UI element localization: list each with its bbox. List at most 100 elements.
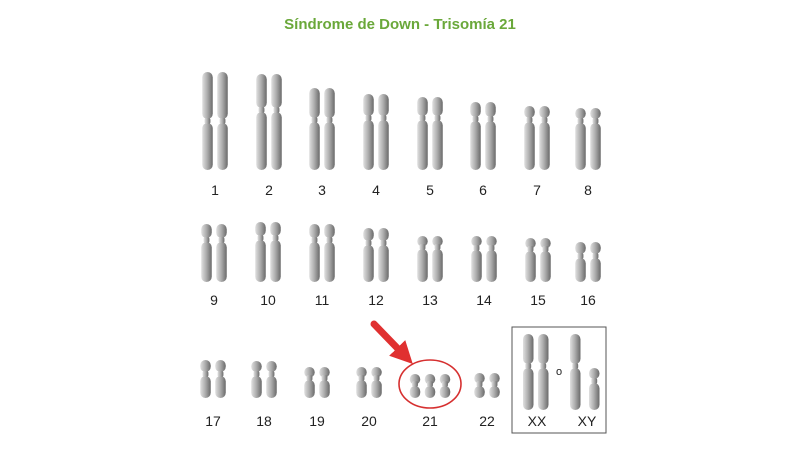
chromosome-label-15: 15 [530,292,546,308]
chromatid-arm [200,376,211,398]
chromatid-arm [409,374,421,385]
chromatid-arm [417,249,428,282]
chromatid-arm [474,386,485,398]
chromatid-arm [378,245,389,282]
chromosome [378,94,389,170]
centromere [473,245,480,251]
chromatid-arm [590,242,601,254]
chromosome-label-14: 14 [476,292,492,308]
chromosome-pair-19 [304,367,330,398]
chromosome [371,367,382,398]
chromosome-set [200,72,601,398]
chromatid-arm [319,367,330,378]
chromosome [417,236,428,282]
chromosome-label-4: 4 [372,182,380,198]
chromosome-label-8: 8 [584,182,592,198]
chromatid-arm [540,251,551,282]
chromosome-pair-14 [471,236,497,282]
chromosome [255,222,266,282]
chromatid-arm [471,250,482,282]
centromere [204,118,211,124]
centromere [365,115,372,121]
xx-pair [523,334,549,410]
chromosome [424,374,436,398]
chromosome-label-1: 1 [211,182,219,198]
centromere [311,117,318,123]
chromatid-arm [363,120,374,170]
chromosome [523,334,534,410]
xy-pair [570,334,600,410]
centromere [202,371,209,377]
chromatid-arm [201,242,212,282]
centromere [476,381,483,387]
chromosome [525,238,536,282]
chromosome-pair-11 [309,224,335,282]
centromere [419,115,426,121]
chromatid-arm [356,367,367,378]
centromere [380,115,387,121]
centromere [219,118,226,124]
chromosome [270,222,281,282]
chromosome-pair-4 [363,94,389,170]
chromosome [319,367,330,398]
centromere [491,381,498,387]
centromere [253,371,260,377]
xy-label: XY [578,413,597,429]
centromere [258,107,265,113]
chromatid-arm [378,94,389,116]
chromatid-arm [266,361,277,372]
chromosome-pair-21 [409,374,451,398]
chromosome-pair-22 [474,373,500,398]
chromatid-arm [486,250,497,282]
chromatid-arm [575,258,586,282]
centromere [380,240,387,246]
chromatid-arm [540,238,551,249]
chromatid-arm [371,367,382,378]
centromere [541,117,548,123]
chromosome-pair-12 [363,228,389,282]
centromere [268,371,275,377]
chromatid-arm [356,380,367,398]
centromere [572,363,579,369]
chromatid-arm [575,108,586,119]
chromosome [215,360,226,398]
chromatid-arm [474,373,485,384]
chromosome-pair-7 [524,106,550,170]
chromatid-arm [324,242,335,282]
chromosome [363,94,374,170]
sex-chromosome-box: o XX XY [511,326,607,434]
centromere [577,253,584,259]
chromatid-arm [575,123,586,170]
chromatid-arm [201,224,212,238]
chromatid-arm [470,121,481,170]
highlight-circle [398,359,462,409]
chromatid-arm [217,123,228,170]
chromatid-arm [409,386,421,398]
centromere [577,118,584,124]
chromosome-pair-3 [309,88,335,170]
chromatid-arm [324,122,335,170]
chromatid-arm [570,334,581,364]
chromosome-pair-1 [202,72,228,170]
chromosome [538,334,549,410]
chromosome [324,224,335,282]
sex-box-border [511,326,607,434]
chromosome [309,88,320,170]
chromosome-label-10: 10 [260,292,276,308]
sex-chromosomes [523,334,600,410]
centromere [472,116,479,122]
chromatid-arm [266,376,277,398]
chromatid-arm [363,245,374,282]
chromatid-arm [371,380,382,398]
chromatid-arm [524,106,535,118]
chromosome [266,361,277,398]
centromere [525,363,532,369]
chromosome-label-17: 17 [205,413,221,429]
chromatid-arm [539,106,550,118]
chromosome [304,367,315,398]
chromatid-arm [417,97,428,116]
chromosome-label-21: 21 [422,413,438,429]
chromosome [409,374,421,398]
chromosome [417,97,428,170]
